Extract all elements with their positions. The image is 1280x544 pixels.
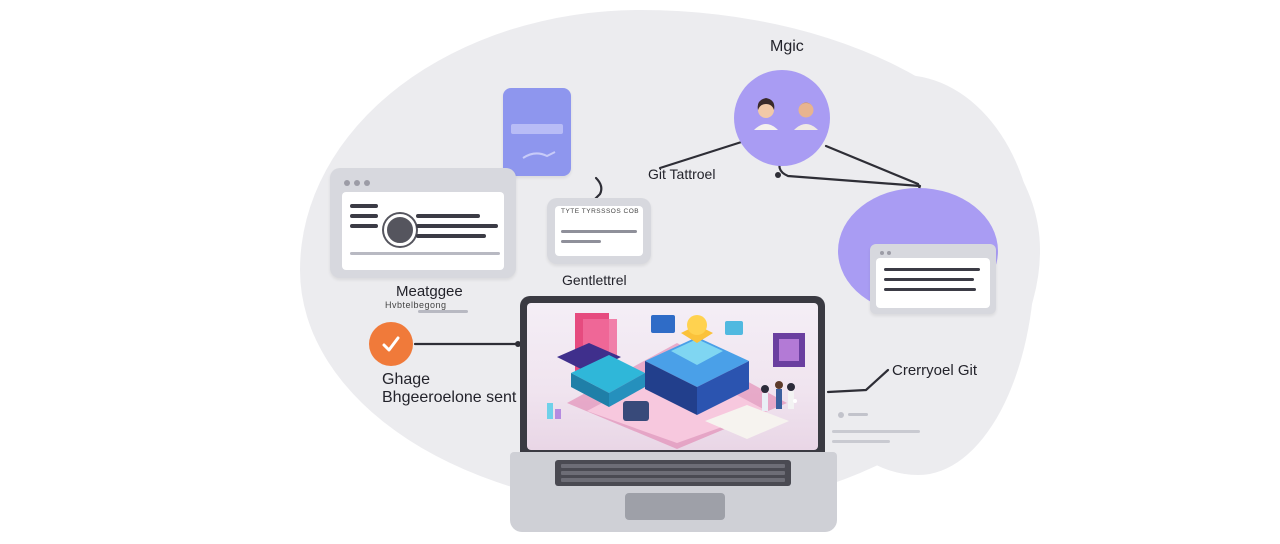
laptop-screen-illustration [527, 303, 818, 450]
line-avatars-to-git [658, 136, 756, 170]
avatars-circle [734, 70, 830, 166]
blue-card [503, 88, 571, 176]
label-top-right: Mgic [770, 38, 804, 55]
card-header: TYTE TYRSSSOS COB [561, 208, 640, 215]
check-badge [369, 322, 413, 366]
laptop-icon [520, 296, 825, 456]
line-avatars-to-right [824, 144, 924, 196]
label-gentle-tool: Gentlettrel [562, 272, 627, 288]
laptop-base [510, 452, 837, 532]
label-stage-title: Ghage [382, 371, 431, 388]
laptop-keyboard [555, 460, 791, 486]
line-blue-to-gentle [592, 176, 603, 202]
message-card [330, 168, 516, 278]
right-card [870, 244, 996, 314]
gentle-card: TYTE TYRSSSOS COB [547, 198, 651, 264]
label-right-caption: Crerryoel Git [892, 362, 978, 379]
line-laptop-to-caption [826, 368, 890, 394]
label-git-tool: Git Tattroel [648, 166, 716, 182]
label-stage-sub: Bhgeeroelone sent [382, 389, 517, 406]
check-icon [382, 336, 400, 352]
label-message-title: Meatggee [396, 283, 463, 300]
person-icon [754, 98, 818, 130]
laptop-trackpad [625, 493, 725, 520]
label-message-sub: Hvbtelbegong [385, 300, 447, 310]
